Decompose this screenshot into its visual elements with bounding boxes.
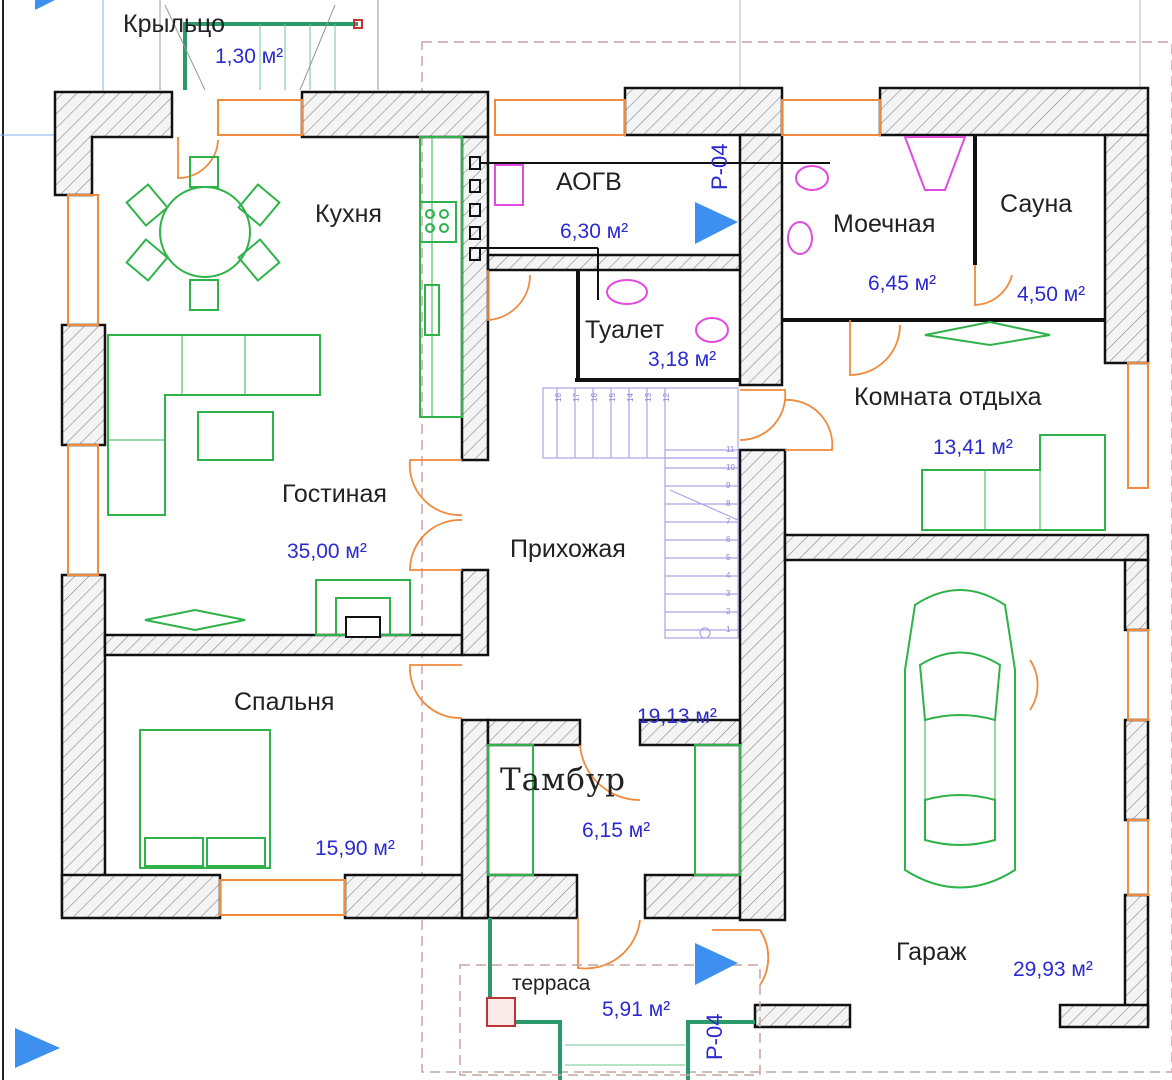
car <box>904 589 1016 889</box>
room-name-toilet: Туалет <box>585 316 665 344</box>
room-name-rest-room: Комната отдыха <box>854 383 1042 411</box>
room-name-porch: Крыльцо <box>123 10 225 38</box>
room-area-hall: 19,13 м² <box>637 705 717 728</box>
porch <box>159 0 379 91</box>
kitchen-counter <box>419 136 463 418</box>
section-arrow-icon <box>15 1028 60 1068</box>
room-name-sauna: Сауна <box>1000 190 1072 218</box>
room-name-terrace: терраса <box>512 972 591 995</box>
room-area-vestibule: 6,15 м² <box>582 819 650 842</box>
stair-step-number: 18 <box>554 393 563 402</box>
sofa-corner <box>107 334 321 516</box>
stair-step-number: 12 <box>662 393 671 402</box>
room-area-toilet: 3,18 м² <box>648 348 716 371</box>
room-name-vestibule: Тамбур <box>500 762 626 798</box>
stair-step-number: 4 <box>726 571 731 580</box>
room-area-garage: 29,93 м² <box>1013 958 1093 981</box>
rest-sofa <box>921 320 1106 531</box>
room-name-bedroom: Спальня <box>234 688 334 716</box>
doors <box>177 137 1039 986</box>
room-area-sauna: 4,50 м² <box>1017 283 1085 306</box>
stair-step-number: 8 <box>726 499 731 508</box>
room-labels: Крыльцо 1,30 м² Кухня АОГВ 6,30 м² Моечн… <box>123 10 1093 1021</box>
stair-step-number: 14 <box>626 393 635 402</box>
stair-step-number: 1 <box>726 625 731 634</box>
section-label-top: Р-04 <box>707 144 732 190</box>
stair-step-number: 15 <box>608 393 617 402</box>
stair-step-number: 2 <box>726 607 731 616</box>
stair-step-number: 10 <box>726 463 735 472</box>
room-name-kitchen: Кухня <box>315 200 382 228</box>
stair-step-number: 5 <box>726 553 731 562</box>
room-area-porch: 1,30 м² <box>215 45 283 68</box>
windows <box>67 99 1149 916</box>
room-name-living: Гостиная <box>282 480 387 508</box>
stair-step-number: 9 <box>726 481 731 490</box>
room-name-hall: Прихожая <box>510 535 626 563</box>
section-arrow-icon <box>35 0 55 10</box>
section-markers: Р-04 Р-04 <box>15 0 738 1068</box>
room-area-boiler: 6,30 м² <box>560 220 628 243</box>
section-arrow-icon <box>695 943 738 985</box>
section-label-bottom: Р-04 <box>702 1014 727 1060</box>
stair-step-number: 17 <box>572 393 581 402</box>
room-name-garage: Гараж <box>896 938 967 966</box>
plumbing <box>469 136 967 343</box>
section-arrow-icon <box>695 202 738 244</box>
stair-step-number: 13 <box>644 393 653 402</box>
walls <box>53 86 1150 1029</box>
stair-step-number: 7 <box>726 517 731 526</box>
room-area-living: 35,00 м² <box>287 540 367 563</box>
room-area-rest-room: 13,41 м² <box>933 436 1013 459</box>
room-area-washroom: 6,45 м² <box>868 272 936 295</box>
room-name-washroom: Моечная <box>833 210 935 238</box>
fireplace <box>144 579 411 638</box>
stair-step-number: 11 <box>726 445 735 454</box>
stair-step-number: 3 <box>726 589 731 598</box>
room-name-boiler: АОГВ <box>556 168 622 196</box>
bed <box>139 729 271 869</box>
room-area-terrace: 5,91 м² <box>602 998 670 1021</box>
vestibule-benches <box>487 744 741 876</box>
furniture <box>107 136 1106 889</box>
terrace <box>459 918 761 1080</box>
dining-table <box>125 156 281 311</box>
stair-step-number: 6 <box>726 535 731 544</box>
room-area-bedroom: 15,90 м² <box>315 837 395 860</box>
stair-step-number: 16 <box>590 393 599 402</box>
